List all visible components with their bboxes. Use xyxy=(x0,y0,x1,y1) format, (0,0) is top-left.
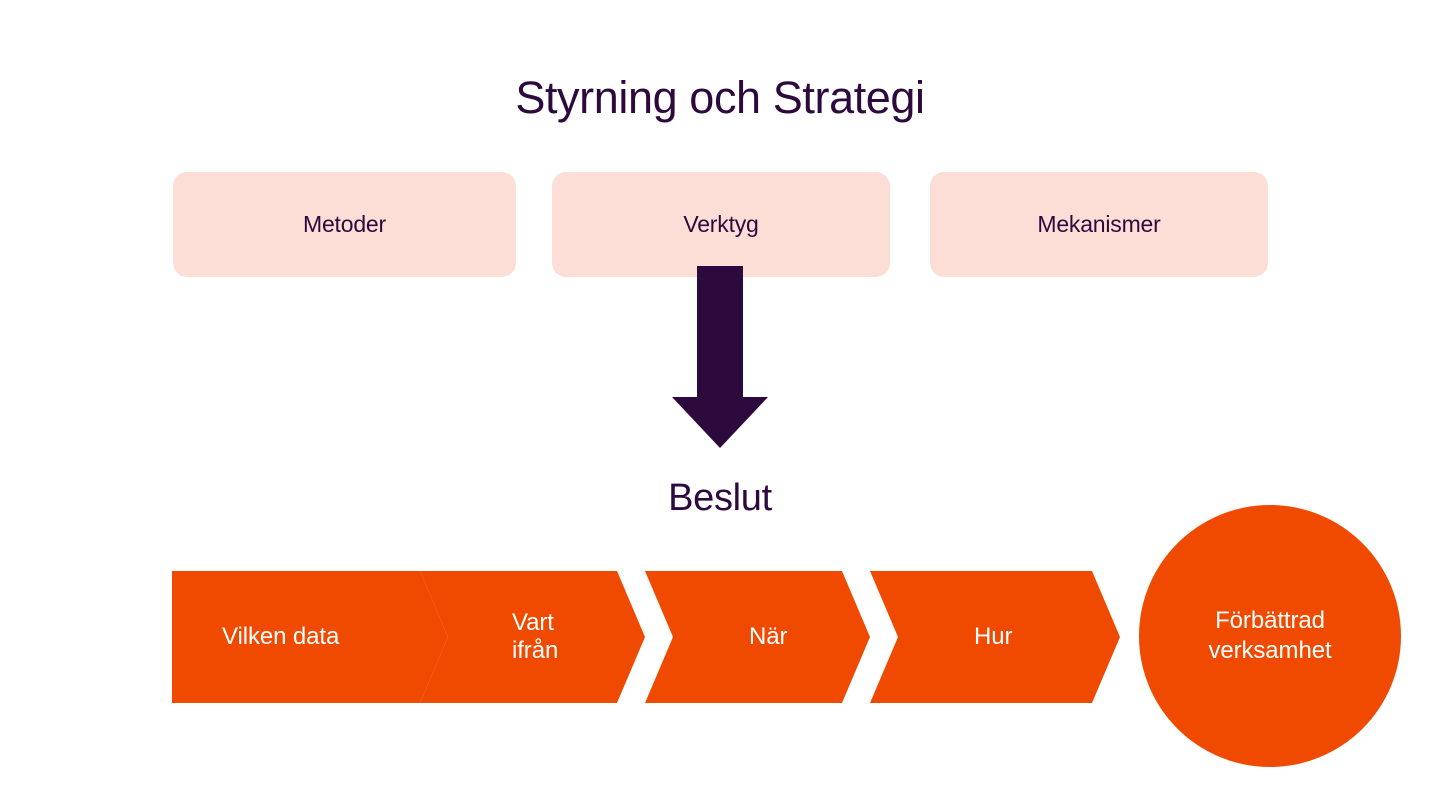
beslut-label: Beslut xyxy=(668,477,772,519)
process-step-label-line2: ifrån xyxy=(512,637,559,664)
process-step-vart-ifran[interactable]: Vart ifrån xyxy=(420,571,645,703)
top-box-verktyg[interactable]: Verktyg xyxy=(552,172,890,277)
outcome-label-line1: Förbättrad xyxy=(1215,607,1325,634)
process-step-label-line1: Vart xyxy=(512,608,554,636)
process-step-nar[interactable]: När xyxy=(645,571,870,703)
outcome-label: Förbättrad verksamhet xyxy=(1208,606,1331,666)
top-box-metoder[interactable]: Metoder xyxy=(173,172,516,277)
outcome-circle[interactable]: Förbättrad verksamhet xyxy=(1139,505,1401,767)
process-step-hur[interactable]: Hur xyxy=(870,571,1120,703)
top-box-label: Metoder xyxy=(303,211,386,237)
top-box-label: Mekanismer xyxy=(1037,211,1161,237)
process-step-label: Vilken data xyxy=(222,622,340,650)
down-arrow-icon xyxy=(672,266,768,448)
outcome-label-line2: verksamhet xyxy=(1208,637,1332,664)
process-flow: Vilken data Vart ifrån När Hur xyxy=(0,503,1440,773)
top-box-label: Verktyg xyxy=(683,211,759,237)
process-step-label: När xyxy=(749,622,788,650)
process-step-vilken-data[interactable]: Vilken data xyxy=(172,571,448,703)
page-title: Styrning och Strategi xyxy=(515,72,925,123)
top-box-mekanismer[interactable]: Mekanismer xyxy=(930,172,1268,277)
process-step-label: Vart ifrån xyxy=(420,571,645,703)
process-step-label: Hur xyxy=(974,622,1013,650)
